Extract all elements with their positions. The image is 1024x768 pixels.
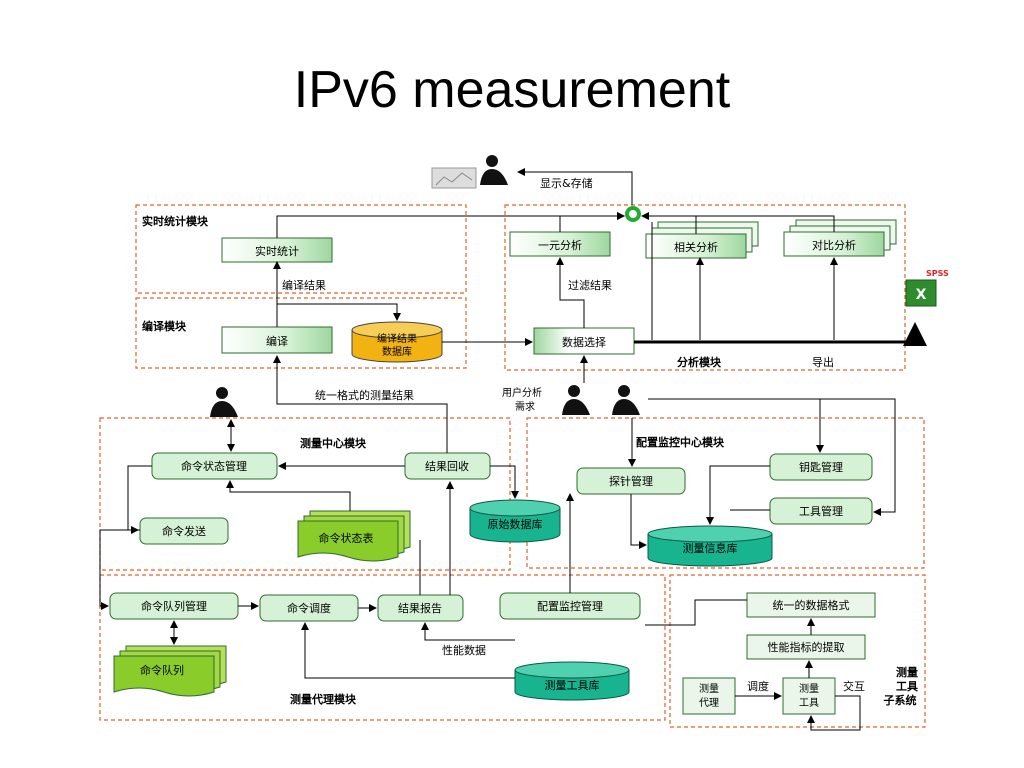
edge-label-display-store: 显示&存储 — [540, 176, 593, 190]
region-analysis — [504, 204, 906, 371]
node-cmd-queue-mgmt-label: 命令队列管理 — [141, 599, 207, 613]
node-tool-mgmt-box — [769, 497, 873, 525]
svg-text:X: X — [916, 287, 927, 303]
node-tool-mgmt-label: 工具管理 — [799, 504, 843, 518]
node-realtime-stats-label: 实时统计 — [255, 244, 299, 258]
edge-label-compile-result: 编译结果 — [282, 278, 326, 292]
export-arrow — [634, 322, 927, 346]
node-perf-metric-label: 性能指标的提取 — [768, 640, 845, 654]
node-cmd-state-mgmt-label: 命令状态管理 — [181, 459, 247, 473]
node-compile-label: 编译 — [266, 334, 288, 348]
region-label-tools-subsystem: 测量工具子系统 — [884, 665, 919, 707]
node-measure-info-db-label: 测量信息库 — [683, 541, 738, 555]
node-measure-tool-box — [782, 677, 836, 715]
node-perf-metric-box — [746, 634, 866, 660]
region-label-analysis: 分析模块 — [677, 355, 722, 369]
edge-label-user-request: 用户分析需求 — [502, 386, 542, 413]
node-cmd-schedule-label: 命令调度 — [287, 601, 331, 615]
node-unified-format-box — [746, 592, 876, 618]
user-icon — [612, 385, 640, 415]
region-label-realtime: 实时统计模块 — [142, 214, 209, 228]
region-agent — [99, 574, 666, 721]
chart-screen-icon — [431, 167, 477, 189]
node-cmd-send-label: 命令发送 — [162, 524, 206, 538]
user-icon — [210, 387, 238, 417]
node-measure-agent-box — [682, 677, 736, 715]
node-raw-db-cylinder — [469, 499, 561, 543]
region-label-compile: 编译模块 — [142, 319, 187, 333]
node-unified-format-label: 统一的数据格式 — [773, 598, 850, 612]
region-label-center: 测量中心模块 — [300, 436, 367, 450]
edge-label-interact: 交互 — [843, 679, 865, 693]
node-measure-tool-db-label: 测量工具库 — [545, 679, 600, 692]
node-comparison-label: 对比分析 — [812, 238, 856, 252]
user-icon — [562, 385, 590, 415]
region-compile — [135, 297, 467, 369]
node-raw-db-label: 原始数据库 — [488, 517, 543, 531]
slide-title: IPv6 measurement — [293, 61, 731, 119]
region-tools-subsystem — [669, 574, 926, 728]
user-icon — [480, 155, 508, 185]
region-center — [99, 417, 511, 571]
node-data-select-label: 数据选择 — [562, 335, 606, 349]
node-config-monitor-mgmt-label: 配置监控管理 — [537, 599, 603, 613]
edge-label-export: 导出 — [812, 355, 834, 369]
node-key-mgmt-box — [769, 453, 873, 481]
spss-label: SPSS — [926, 269, 949, 278]
region-config-center — [526, 417, 925, 569]
region-label-config-center: 配置监控中心模块 — [636, 435, 725, 449]
edge-label-dispatch: 调度 — [747, 679, 769, 693]
node-correlation-box — [645, 233, 747, 259]
node-cmd-state-table-label: 命令状态表 — [319, 531, 374, 545]
node-measure-tool-db-cylinder — [514, 661, 630, 701]
node-measure-tool-label: 测量工具 — [799, 682, 819, 709]
node-cmd-send-box — [139, 517, 229, 545]
excel-spss-icon: X SPSS — [905, 269, 949, 307]
node-key-mgmt-label: 钥匙管理 — [799, 460, 843, 474]
node-result-recover-label: 结果回收 — [425, 459, 469, 473]
node-correlation-label: 相关分析 — [674, 240, 718, 254]
edge-label-filter-result: 过滤结果 — [568, 279, 612, 292]
node-univariate-label: 一元分析 — [538, 238, 582, 252]
merge-ring-icon — [625, 206, 641, 222]
edge-label-perf-data: 性能数据 — [442, 643, 486, 657]
node-compile-db-label: 编译结果数据库 — [377, 332, 417, 358]
node-compile-db-cylinder — [351, 321, 443, 363]
node-probe-mgmt-label: 探针管理 — [609, 474, 653, 488]
edge-label-unified-result: 统一格式的测量结果 — [315, 388, 414, 402]
node-measure-info-db-cylinder — [647, 525, 773, 567]
node-cmd-state-table-shape — [297, 510, 411, 562]
node-cmd-queue-label: 命令队列 — [140, 663, 184, 677]
node-cmd-queue-shape — [113, 645, 227, 697]
node-measure-agent-label: 测量代理 — [699, 682, 719, 709]
node-result-report-label: 结果报告 — [398, 601, 442, 615]
region-label-agent: 测量代理模块 — [290, 692, 357, 706]
region-realtime — [135, 204, 467, 294]
